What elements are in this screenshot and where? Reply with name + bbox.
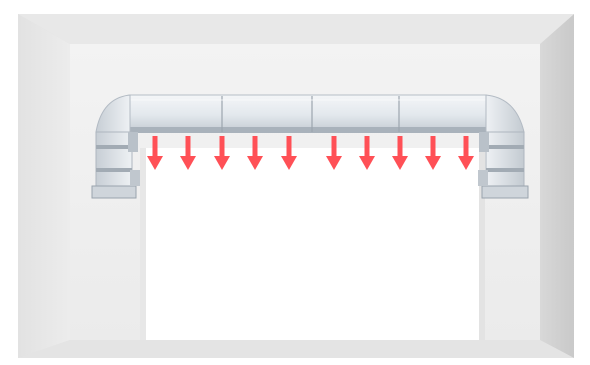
left-jamb xyxy=(140,148,146,340)
right-side-wall xyxy=(540,14,574,358)
door-opening xyxy=(145,148,480,340)
main-duct xyxy=(130,95,486,133)
ceiling xyxy=(18,14,574,44)
floor xyxy=(18,340,574,358)
left-side-wall xyxy=(18,14,70,358)
